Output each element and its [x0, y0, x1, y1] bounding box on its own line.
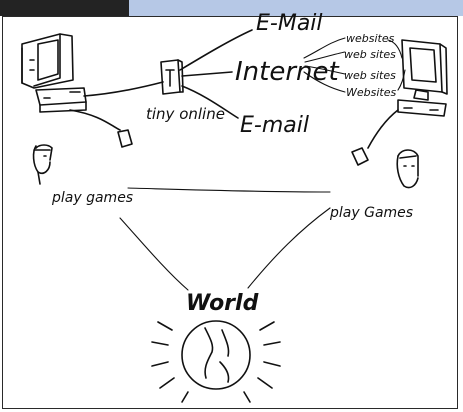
label-website-2: web sites	[344, 48, 396, 61]
label-website-1: websites	[346, 32, 395, 45]
globe-icon	[152, 321, 280, 402]
person-left-icon	[34, 145, 52, 184]
label-world: World	[186, 291, 259, 316]
label-website-3: web sites	[344, 69, 396, 82]
label-tiny-online: tiny online	[146, 105, 225, 123]
label-website-4: Websites	[346, 86, 396, 99]
person-right-icon	[397, 150, 418, 188]
mouse-right-icon	[352, 148, 368, 165]
label-email-top: E-Mail	[256, 11, 323, 36]
label-play-games-left: play games	[51, 190, 133, 206]
label-internet: Internet	[235, 57, 340, 87]
label-play-games-right: play Games	[329, 205, 413, 221]
computer-left-icon	[22, 34, 163, 130]
games-connection-lines	[120, 188, 330, 290]
label-email-bottom: E-mail	[240, 113, 309, 138]
mouse-left-icon	[118, 130, 132, 147]
